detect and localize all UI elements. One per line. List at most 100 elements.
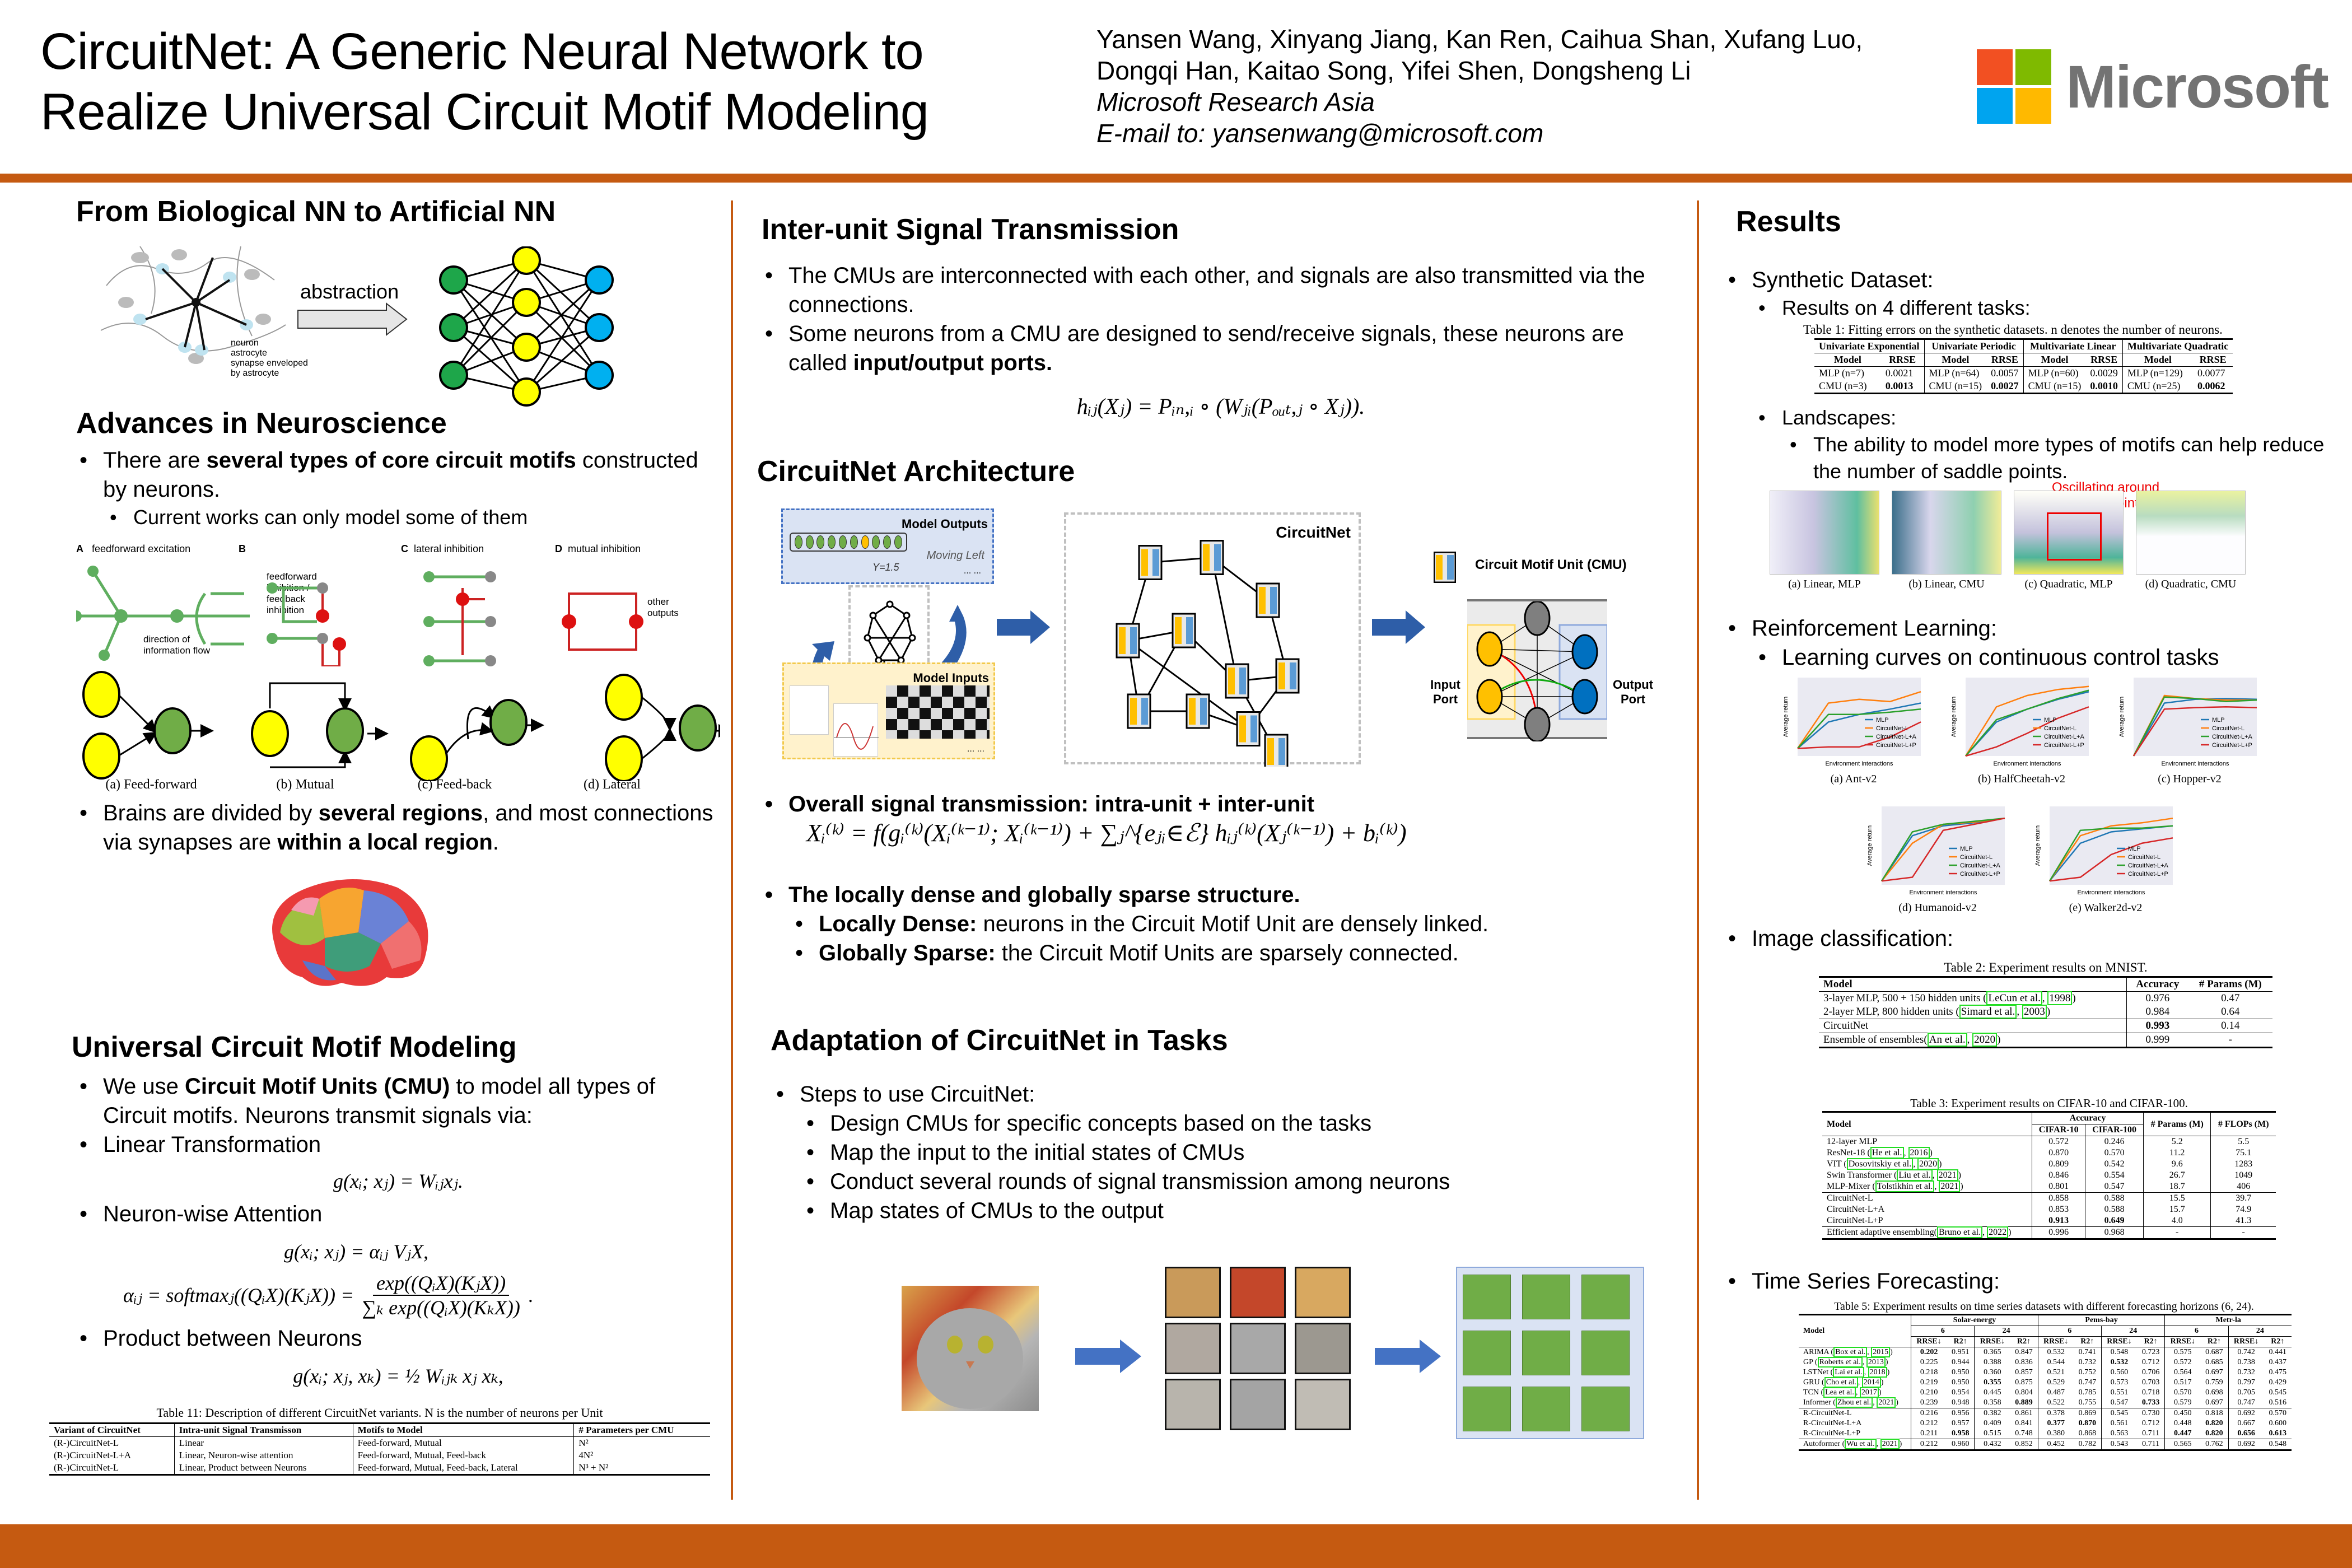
authors-line-1: Yansen Wang, Xinyang Jiang, Kan Ren, Cai…: [1096, 25, 1863, 54]
citation-year-link[interactable]: 2020: [1917, 1158, 1939, 1170]
sparse-structure-bullet: The locally dense and globally sparse st…: [762, 880, 1680, 909]
landscape-plot-1: [1892, 491, 2001, 575]
citation-link[interactable]: LeCun et al.: [1986, 991, 2042, 1005]
landscape-plot-2: [2014, 491, 2124, 575]
landscapes-bullet: Landscapes:: [1755, 404, 2341, 431]
citation-link[interactable]: Simard et al.: [1959, 1005, 2017, 1019]
citation-year-link[interactable]: 2021: [1936, 1169, 1958, 1181]
microsoft-logo-icon: [1977, 49, 2051, 124]
landscape-figures: (a) Linear, MLP(b) Linear, CMU(c) Quadra…: [1770, 491, 2274, 590]
ann-edge: [525, 260, 600, 376]
citation-link[interactable]: Box et al.: [1833, 1347, 1868, 1357]
citation-link[interactable]: Wu et al.: [1845, 1439, 1877, 1449]
section-title-inter-unit: Inter-unit Signal Transmission: [762, 213, 1179, 246]
citation-year-link[interactable]: 2021: [1939, 1180, 1961, 1192]
label-info-flow: direction of information flow: [143, 634, 211, 656]
citation-year-link[interactable]: 2020: [1972, 1033, 1998, 1047]
cmu-node: [1225, 663, 1249, 699]
rl-series-CircuitNet-L+P: [1797, 721, 1921, 749]
output-dot: [828, 535, 836, 549]
output-dot: [839, 535, 847, 549]
citation-year-link[interactable]: 2016: [1908, 1147, 1930, 1159]
logo-square-blue: [1977, 87, 2013, 124]
brain-bullet: Brains are divided by several regions, a…: [76, 799, 720, 857]
ann-edge: [525, 259, 600, 329]
citation-link[interactable]: Lea et al.: [1823, 1387, 1856, 1398]
saddle-highlight-box: [2047, 512, 2102, 561]
citation-link[interactable]: Zhou et al.: [1835, 1397, 1873, 1408]
equation-attention-1: g(xᵢ; xⱼ) = αᵢⱼ VⱼX,: [283, 1240, 428, 1263]
citation-year-link[interactable]: 2003: [2022, 1005, 2047, 1019]
legend-label: MLP: [2128, 846, 2141, 852]
cat-patch-grid: [1165, 1267, 1355, 1430]
landscape-caption-2: (c) Quadratic, MLP: [2024, 578, 2113, 590]
motif-panel-a: A feedforward excitation: [76, 543, 191, 554]
citation-year-link[interactable]: 2021: [1880, 1439, 1900, 1449]
logo-square-red: [1977, 49, 2013, 85]
citation-link[interactable]: Bruno et al.: [1936, 1226, 1983, 1238]
footer-bar: [0, 1524, 2352, 1568]
rl-series-CircuitNet-L+A: [2132, 696, 2257, 757]
step-item-1: Design CMUs for specific concepts based …: [803, 1109, 1669, 1138]
legend-label: CircuitNet-L+P: [1876, 742, 1916, 749]
citation-year-link[interactable]: 2018: [1868, 1367, 1887, 1378]
citation-link[interactable]: Liu et al.: [1897, 1169, 1933, 1181]
legend-label: MLP: [2212, 717, 2225, 724]
citation-link[interactable]: An et al.: [1927, 1033, 1967, 1047]
image-patch: [1230, 1323, 1286, 1374]
legend-label: CircuitNet-L+A: [2212, 734, 2252, 740]
legend-label: CircuitNet-L+A: [2128, 862, 2168, 869]
citation-link[interactable]: Tolstikhin et al.: [1875, 1180, 1935, 1192]
citation-link[interactable]: Dosovitskiy et al.: [1846, 1158, 1914, 1170]
cmu-block: [1522, 1331, 1570, 1375]
ann-edge: [452, 301, 528, 376]
table-row: 3-layer MLP, 500 + 150 hidden units (LeC…: [1819, 991, 2272, 1005]
x-axis-label: Environment interactions: [2077, 889, 2145, 896]
citation-year-link[interactable]: 2017: [1859, 1387, 1879, 1398]
time-series-bullet: Time Series Forecasting:: [1725, 1267, 2341, 1296]
landscape-caption-3: (d) Quadratic, CMU: [2145, 578, 2237, 590]
image-patch: [1165, 1323, 1221, 1374]
neuro-bullet-1: There are several types of core circuit …: [76, 446, 720, 504]
citation-link[interactable]: Lai et al.: [1833, 1367, 1864, 1378]
motif-a-input-1: [82, 671, 120, 718]
citation-link[interactable]: Cho et al.: [1824, 1377, 1858, 1388]
citation-link[interactable]: Roberts et al.: [1817, 1357, 1863, 1368]
rl-caption-1: (b) HalfCheetah-v2: [1977, 773, 2066, 785]
table5-caption: Table 5: Experiment results on time seri…: [1834, 1300, 2254, 1313]
citation-year-link[interactable]: 2022: [1987, 1226, 2009, 1238]
cmu-node: [1275, 658, 1300, 694]
cmu-edge: [1211, 557, 1238, 682]
model-outputs-box: Model Outputs Moving Left Y=1.5 ... ...: [781, 508, 994, 584]
citation-year-link[interactable]: 2021: [1877, 1397, 1896, 1408]
softmax-fraction: exp((QᵢX)(KⱼX)) ∑ₖ exp((QᵢX)(KₖX)): [362, 1272, 520, 1319]
ann-node-layer-1: [512, 288, 541, 317]
abstraction-label: abstraction: [300, 280, 399, 303]
cmu-block: [1522, 1275, 1570, 1319]
citation-year-link[interactable]: 2015: [1871, 1347, 1891, 1357]
ann-edge: [452, 279, 528, 393]
cmu-node: [1200, 540, 1224, 575]
legend-label: CircuitNet-L+A: [1876, 734, 1916, 740]
cmu-block: [1581, 1331, 1630, 1375]
citation-link[interactable]: He et al.: [1870, 1147, 1904, 1159]
rl-series-CircuitNet-L+P: [2132, 706, 2257, 757]
citation-year-link[interactable]: 1998: [2047, 991, 2073, 1005]
output-dot: [816, 535, 825, 549]
logo-square-green: [2015, 49, 2051, 85]
section-title-results: Results: [1736, 206, 1841, 238]
section-title-adaptation: Adaptation of CircuitNet in Tasks: [771, 1024, 1228, 1057]
citation-year-link[interactable]: 2014: [1861, 1377, 1881, 1388]
table-row: Efficient adaptive ensembling(Bruno et a…: [1822, 1226, 2276, 1239]
brain-regions-figure: [272, 879, 428, 986]
citation-year-link[interactable]: 2013: [1866, 1357, 1886, 1368]
equation-linear: g(xᵢ; xⱼ) = Wᵢⱼxⱼ.: [333, 1170, 464, 1192]
